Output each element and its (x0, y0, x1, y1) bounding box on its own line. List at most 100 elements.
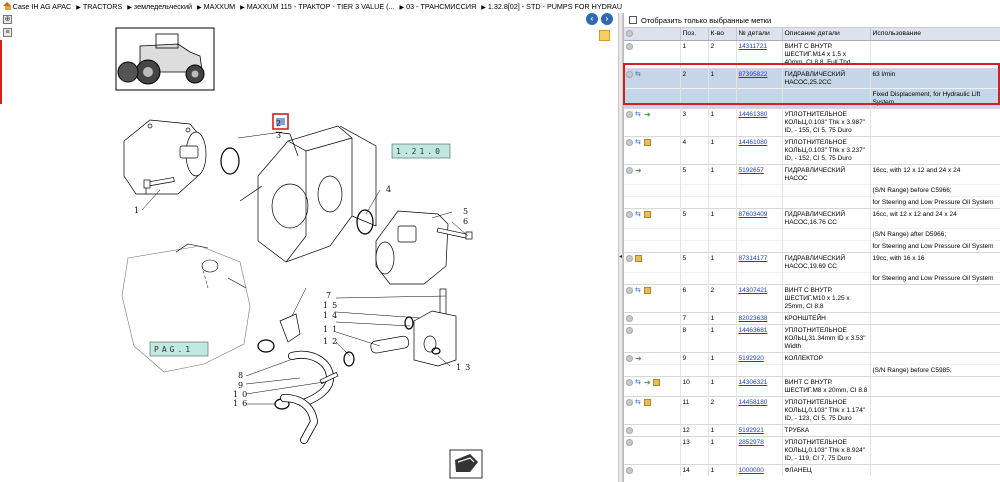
panel-splitter[interactable]: ◂ (618, 13, 623, 482)
callout-13[interactable]: 13 (456, 363, 474, 372)
callout-4[interactable]: 4 (386, 185, 391, 194)
info-icon[interactable] (626, 426, 633, 434)
column-header-description[interactable]: Описание детали (782, 28, 871, 41)
info-icon[interactable] (626, 438, 633, 446)
callout-3[interactable]: 3 (276, 131, 281, 140)
info-icon[interactable] (626, 354, 633, 362)
callout-7[interactable]: 7 (326, 291, 331, 300)
green-arrow-icon[interactable]: ➜ (644, 109, 651, 119)
zoom-icon[interactable]: ⊕ (3, 15, 12, 24)
info-icon[interactable] (626, 166, 633, 174)
row-part-number[interactable]: 14458180 (736, 395, 783, 424)
row-part-number[interactable]: 5192921 (736, 423, 783, 436)
cart-icon[interactable]: ⇆ (635, 138, 641, 146)
settings-icon[interactable] (626, 30, 633, 38)
cart-icon[interactable]: ⇆ (635, 110, 641, 118)
table-row-usage[interactable]: for Steering and Low Pressure Oil System (624, 271, 1000, 284)
package-icon[interactable] (644, 138, 651, 146)
package-icon[interactable] (644, 210, 651, 218)
cart-icon[interactable]: ⇆ (635, 210, 641, 218)
breadcrumb-item[interactable]: ▶03 - ТРАНСМИССИЯ (400, 2, 477, 11)
package-icon[interactable] (644, 398, 651, 406)
info-icon[interactable] (626, 254, 633, 262)
info-icon[interactable] (626, 466, 633, 474)
callout-16[interactable]: 16 (233, 399, 251, 408)
info-icon[interactable] (626, 314, 633, 322)
green-arrow-icon[interactable]: ➜ (635, 165, 642, 175)
cart-icon[interactable]: ⇆ (635, 398, 641, 406)
row-part-number[interactable]: 87603409 (736, 207, 783, 228)
cart-icon[interactable]: ⇆ (635, 378, 641, 386)
callout-11[interactable]: 11 (323, 325, 341, 334)
callout-14[interactable]: 14 (323, 311, 341, 320)
collapse-icon[interactable]: ◂ (619, 254, 623, 260)
row-part-number[interactable]: 14311721 (736, 39, 783, 68)
column-header-usage[interactable]: Использование (870, 28, 1000, 41)
row-part-number[interactable]: 2852978 (736, 435, 783, 464)
green-arrow-icon[interactable]: ➜ (644, 377, 651, 387)
info-icon[interactable] (626, 138, 633, 146)
reference-tag-1210[interactable]: 1.21.0 (396, 147, 443, 156)
table-row-usage[interactable]: for Steering and Low Pressure Oil System (624, 239, 1000, 252)
breadcrumb-item[interactable]: ▶1.32.8[02] - STD - PUMPS FOR HYDRAULIC … (481, 2, 622, 11)
column-header-icons[interactable] (624, 28, 681, 41)
table-row-usage[interactable]: Fixed Displacement, for Hydraulic Lift S… (624, 87, 1000, 108)
previous-page-button[interactable]: ‹ (586, 13, 598, 25)
info-icon[interactable] (626, 286, 633, 294)
table-row-usage[interactable]: (S/N Range) before C5985; (624, 363, 1000, 376)
row-part-number[interactable]: 82023638 (736, 311, 783, 324)
breadcrumb-item[interactable]: ▶земледельческий (127, 2, 192, 11)
breadcrumb-item[interactable]: ▶MAXXUM 115 - ТРАКТОР - TIER 3 VALUE (..… (240, 2, 394, 11)
column-header-part-number[interactable]: № детали (736, 28, 783, 41)
column-header-qty[interactable]: К-во (708, 28, 737, 41)
info-icon[interactable] (626, 210, 633, 218)
row-part-number[interactable]: 14306321 (736, 375, 783, 396)
reference-tag-pag[interactable]: PAG.1 (154, 345, 193, 354)
callout-6[interactable]: 6 (463, 217, 468, 226)
row-part-number[interactable]: 87314177 (736, 251, 783, 272)
column-header-pos[interactable]: Поз. (680, 28, 709, 41)
cart-icon[interactable]: ⇆ (635, 70, 641, 78)
next-page-button[interactable]: › (601, 13, 613, 25)
info-icon[interactable] (626, 398, 633, 406)
breadcrumb-item[interactable]: ▶MAXXUM (197, 2, 235, 11)
row-part-number[interactable]: 1000000 (736, 463, 783, 476)
callout-2[interactable]: 2 (276, 119, 281, 128)
page-back-icon[interactable] (449, 449, 483, 479)
show-selected-checkbox[interactable] (629, 16, 637, 24)
layers-icon[interactable]: ≡ (3, 28, 12, 37)
table-row-usage[interactable]: for Steering and Low Pressure Oil System (624, 195, 1000, 208)
cart-icon[interactable]: ⇆ (635, 286, 641, 294)
selected-callout-box[interactable] (272, 113, 289, 130)
breadcrumb-item[interactable]: ▶TRACTORS (76, 2, 122, 11)
info-icon[interactable] (626, 42, 633, 50)
info-icon[interactable] (626, 326, 633, 334)
callout-12[interactable]: 12 (323, 337, 341, 346)
callout-15[interactable]: 15 (323, 301, 341, 310)
breadcrumb-item[interactable]: ▶Case IH AG APAC (6, 2, 71, 11)
package-icon[interactable] (635, 254, 642, 262)
package-icon[interactable] (653, 378, 660, 386)
table-row-usage[interactable]: (S/N Range) after D5966; (624, 227, 1000, 240)
row-part-number[interactable]: 5192920 (736, 351, 783, 364)
info-icon[interactable] (626, 70, 633, 78)
info-icon[interactable] (626, 378, 633, 386)
row-part-number[interactable]: 14463681 (736, 323, 783, 352)
row-part-number[interactable]: 14461380 (736, 107, 783, 136)
callout-9[interactable]: 9 (238, 381, 243, 390)
package-icon[interactable] (644, 286, 651, 294)
